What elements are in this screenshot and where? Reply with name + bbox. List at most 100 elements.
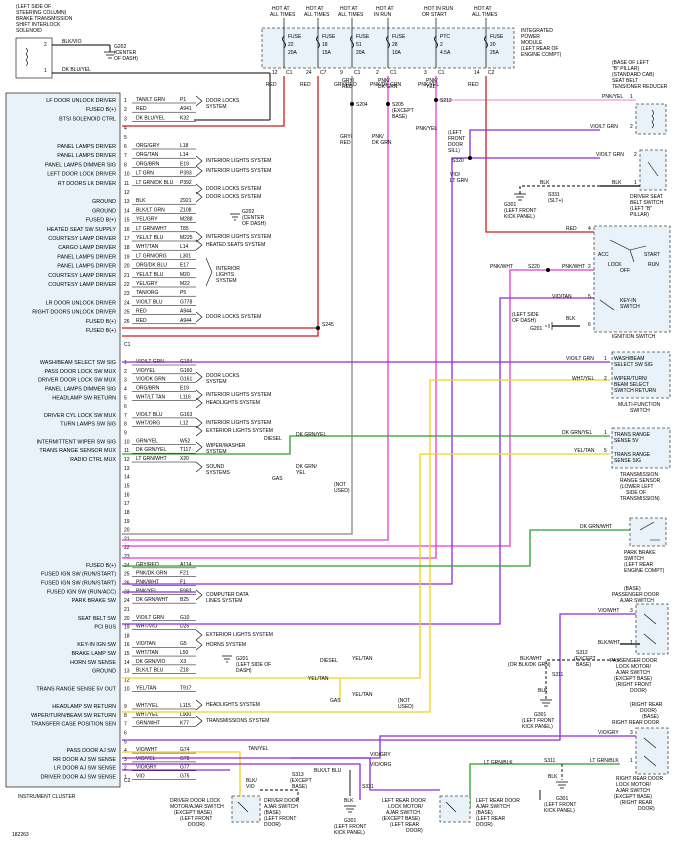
svg-text:OF DASH): OF DASH) <box>242 221 266 227</box>
ipm-label-1: INTEGRATED <box>521 28 553 34</box>
pin-number: 3 <box>124 116 127 122</box>
svg-text:PNK/WHT: PNK/WHT <box>490 264 513 270</box>
fuse-connector: C2 <box>488 70 495 76</box>
pin-number: 18 <box>124 633 130 639</box>
svg-text:DOOR): DOOR) <box>476 822 493 828</box>
svg-text:6: 6 <box>588 322 591 328</box>
svg-text:KICK PANEL): KICK PANEL) <box>522 724 553 730</box>
svg-text:(CENTER: (CENTER <box>114 50 137 56</box>
svg-text:(EXCEPT BASE): (EXCEPT BASE) <box>382 816 420 822</box>
pin-number: 11 <box>124 181 129 187</box>
pin-function: TRANSFER CASE POSITION SEN <box>31 722 116 728</box>
svg-text:SYSTEM: SYSTEM <box>206 104 227 110</box>
svg-text:(STANDARD CAB): (STANDARD CAB) <box>612 72 654 78</box>
pin-number: 9 <box>124 431 127 437</box>
circuit-code: E19 <box>180 161 189 167</box>
fuse-icon <box>386 35 390 49</box>
svg-text:MOTOR/AJAR SWITCH: MOTOR/AJAR SWITCH <box>170 804 224 810</box>
g202-label: G202 <box>114 44 126 50</box>
circuit-code: G74 <box>180 747 190 753</box>
pin-number: 11 <box>124 448 129 454</box>
svg-text:AJAR SWITCH: AJAR SWITCH <box>620 598 654 604</box>
svg-text:POWER: POWER <box>521 34 540 40</box>
fuse-hot-label: HOT AT <box>376 6 394 12</box>
pin-number: 16 <box>124 227 130 233</box>
pin-number: 15 <box>124 218 130 224</box>
svg-text:DOOR): DOOR) <box>406 828 423 834</box>
svg-text:S311: S311 <box>544 758 556 764</box>
svg-text:4: 4 <box>588 226 591 232</box>
cluster-row: 18 <box>124 510 130 516</box>
svg-text:RED: RED <box>566 226 577 232</box>
svg-text:(LEFT FRONT: (LEFT FRONT <box>522 718 554 724</box>
svg-text:GAS: GAS <box>330 698 341 704</box>
svg-text:VIO: VIO <box>246 784 255 790</box>
fuse-hot-label: ALL TIMES <box>270 12 296 18</box>
svg-text:2: 2 <box>588 264 591 270</box>
fuse-wire: PNK/DK GRN <box>370 82 402 88</box>
splice-s245 <box>316 326 320 330</box>
svg-text:BEAM SELECT: BEAM SELECT <box>614 382 649 388</box>
pin-number: 16 <box>124 492 130 498</box>
circuit-code: G778 <box>180 299 192 305</box>
svg-text:PNK/: PNK/ <box>426 78 438 84</box>
svg-text:PILLAR): PILLAR) <box>630 212 649 218</box>
pin-function: INTERMITTENT WIPER SW SIG <box>36 439 116 445</box>
pin-number: 25 <box>124 572 130 578</box>
pin-function: CARGO LAMP DRIVER <box>58 245 116 251</box>
fuse-hot-label: ALL TIMES <box>338 12 364 18</box>
circuit-code: K32 <box>180 115 189 121</box>
pin-function: FUSED B(+) <box>86 563 116 569</box>
svg-text:PASSENGER DOOR: PASSENGER DOOR <box>612 592 660 598</box>
svg-text:(RIGHT REAR: (RIGHT REAR <box>620 800 653 806</box>
cluster-row: 16 <box>124 492 130 498</box>
wire-color: DK GRN/YEL <box>136 447 167 453</box>
svg-text:SYSTEMS: SYSTEMS <box>206 470 231 476</box>
svg-text:DIESEL: DIESEL <box>264 436 282 442</box>
pin-number: 2 <box>124 766 127 772</box>
wire-color: VIO/LT GRN <box>136 615 164 621</box>
svg-text:5: 5 <box>604 448 607 454</box>
pin-function: PANEL LAMPS DRIVER <box>57 264 116 270</box>
pin-function: PCI BUS <box>94 625 116 631</box>
circuit-code: P392 <box>180 180 192 186</box>
svg-text:VIO/: VIO/ <box>450 172 461 178</box>
svg-text:RIGHT REAR DOOR: RIGHT REAR DOOR <box>616 776 664 782</box>
svg-text:PASSENGER DOOR: PASSENGER DOOR <box>610 658 658 664</box>
wire-color: VIO/YEL <box>136 756 156 762</box>
wire-pnk-wht <box>122 269 596 547</box>
fuse-number: 51 <box>356 42 362 48</box>
circuit-code: P1 <box>180 97 186 103</box>
cluster-row: 19 <box>124 519 130 525</box>
svg-text:DOOR): DOOR) <box>630 688 647 694</box>
svg-text:(LEFT REAR: (LEFT REAR <box>476 816 505 822</box>
svg-text:OF DASH): OF DASH) <box>114 56 138 62</box>
wire-color: DK GRN/WHT <box>136 597 168 603</box>
svg-text:(OR BLK/DK GRN): (OR BLK/DK GRN) <box>508 662 551 668</box>
pin-function: HEADLAMP SW RETURN <box>52 704 116 710</box>
pin-function: HEADLAMP SW RETURN <box>52 395 116 401</box>
wire-color: ORG/BRN <box>136 385 160 391</box>
circuit-code: M20 <box>180 272 190 278</box>
svg-text:(EXCEPT: (EXCEPT <box>574 656 596 662</box>
pin-function: TURN LAMPS SW SIG <box>60 422 116 428</box>
dest-computer-data: COMPUTER DATA <box>206 592 249 598</box>
fuse-rating: 15A <box>322 50 332 56</box>
fuse-number: 22 <box>288 42 294 48</box>
svg-text:AJAR SWITCH: AJAR SWITCH <box>264 804 298 810</box>
svg-text:PNK/: PNK/ <box>378 78 390 84</box>
svg-text:3: 3 <box>630 730 633 736</box>
signal-wires <box>122 98 640 808</box>
circuit-code: D25 <box>180 624 189 630</box>
wire-color: LT GRN <box>136 171 154 177</box>
wire-color: ORG/GRY <box>136 143 160 149</box>
svg-text:DK GRN/YEL: DK GRN/YEL <box>562 430 593 436</box>
